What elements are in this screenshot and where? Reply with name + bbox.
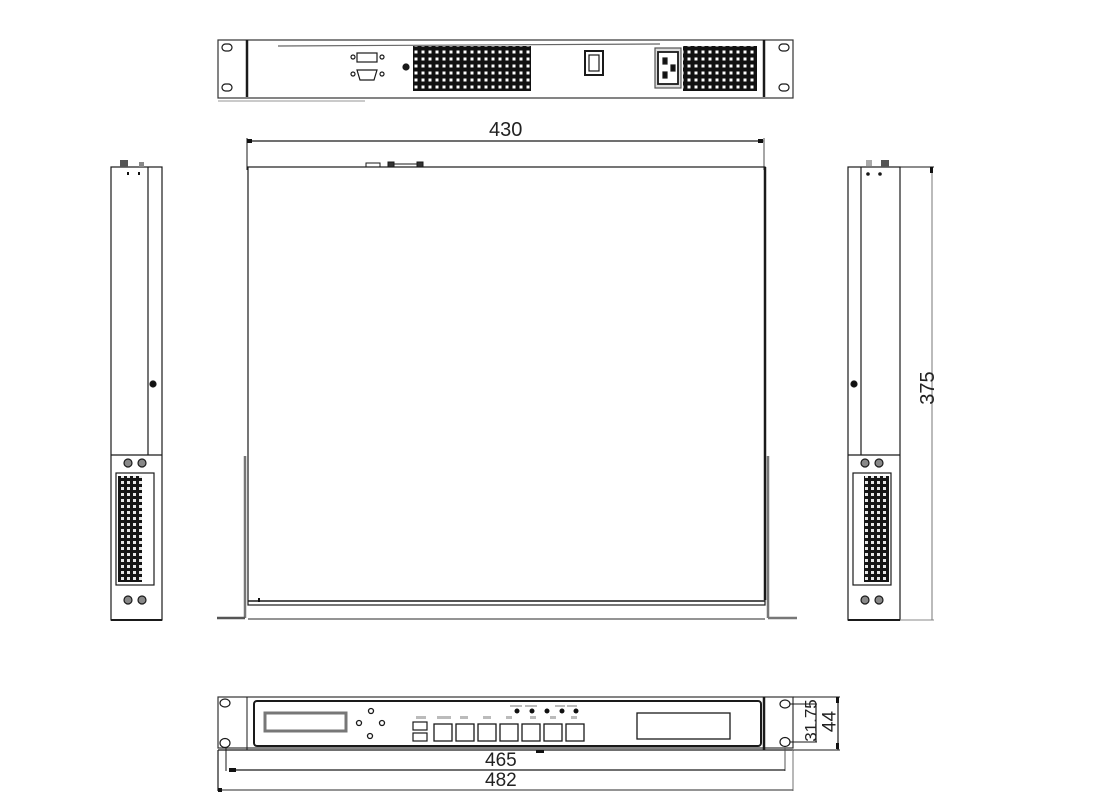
dimension-label-hole-vertical: 31.75 [801, 699, 821, 742]
rack-ear-hole-icon [778, 43, 790, 52]
vga-port-icon [350, 69, 385, 81]
dimension-label-height: 44 [819, 710, 841, 733]
usb-port-icon [412, 732, 428, 742]
blank-panel-icon [636, 712, 731, 740]
psu-vent-grille-icon [683, 46, 757, 91]
rear-view [217, 39, 794, 102]
rack-ear-hole-icon [221, 43, 233, 52]
screw-icon [137, 595, 147, 605]
lcd-display-icon [263, 711, 348, 733]
left-side-view [110, 160, 163, 621]
usb-port-icon [412, 721, 428, 731]
screw-icon [874, 595, 884, 605]
dimension-label-mount-spacing: 465 [485, 750, 517, 771]
rack-ear-hole-icon [221, 83, 233, 92]
right-side-view [847, 160, 934, 621]
status-leds-icon [514, 708, 579, 714]
serial-port-icon [350, 52, 385, 63]
power-inlet-icon [654, 47, 682, 89]
power-switch-icon [584, 50, 604, 76]
screw-icon [860, 458, 870, 468]
side-vent-grille-icon [118, 476, 142, 582]
rj45-ports [433, 723, 585, 742]
screw-icon [137, 458, 147, 468]
fan-vent-grille-icon [413, 46, 531, 91]
dimension-label-overall-width: 482 [485, 770, 517, 791]
front-view [217, 696, 840, 792]
screw-icon [874, 458, 884, 468]
navigation-buttons-icon [355, 707, 386, 740]
ground-screw-icon [402, 63, 410, 71]
dimension-label-depth: 375 [917, 371, 939, 405]
rack-ear-hole-icon [778, 83, 790, 92]
screw-icon [123, 595, 133, 605]
dimension-label-width: 430 [489, 119, 523, 141]
side-vent-grille-icon [864, 476, 889, 582]
top-view [217, 138, 797, 620]
screw-icon [123, 458, 133, 468]
screw-icon [860, 595, 870, 605]
